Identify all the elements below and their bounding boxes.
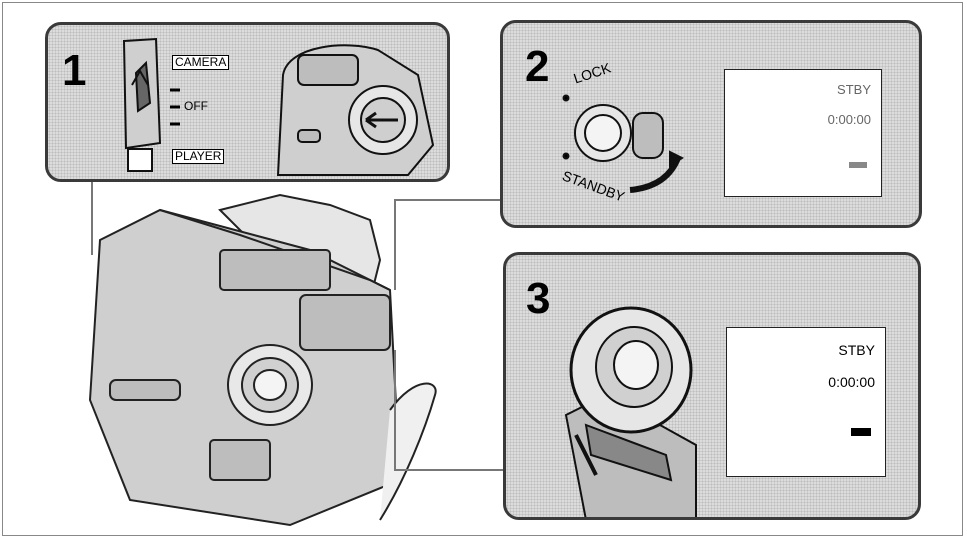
lock-standby-dial-icon [562,94,684,193]
battery-icon [851,428,871,436]
step1-panel: 1 CAMERA OFF PLAYER [45,22,450,182]
viewfinder-screen: STBY 0:00:00 [726,327,886,477]
mode-ticks [170,88,180,126]
step3-panel: 3 STBY 0:00:00 [503,252,921,520]
status-text: STBY [837,82,871,97]
player-mode-label: PLAYER [172,149,225,164]
viewfinder-screen: STBY 0:00:00 [724,69,882,197]
camcorder-rear-icon [276,44,435,176]
step-number: 2 [525,42,550,91]
off-mode-label: OFF [184,99,208,113]
camera-mode-label: CAMERA [172,55,230,70]
power-switch-icon [122,37,162,172]
step-number: 1 [62,46,87,95]
camcorder-illustration [88,193,437,527]
counter-text: 0:00:00 [827,112,871,127]
battery-icon [849,162,867,168]
counter-text: 0:00:00 [828,374,875,390]
status-text: STBY [838,342,875,358]
step-number: 3 [526,274,551,323]
viewfinder-icon [564,306,697,517]
step2-panel: 2 LOCK STANDBY STBY 0:00:00 [500,20,922,228]
